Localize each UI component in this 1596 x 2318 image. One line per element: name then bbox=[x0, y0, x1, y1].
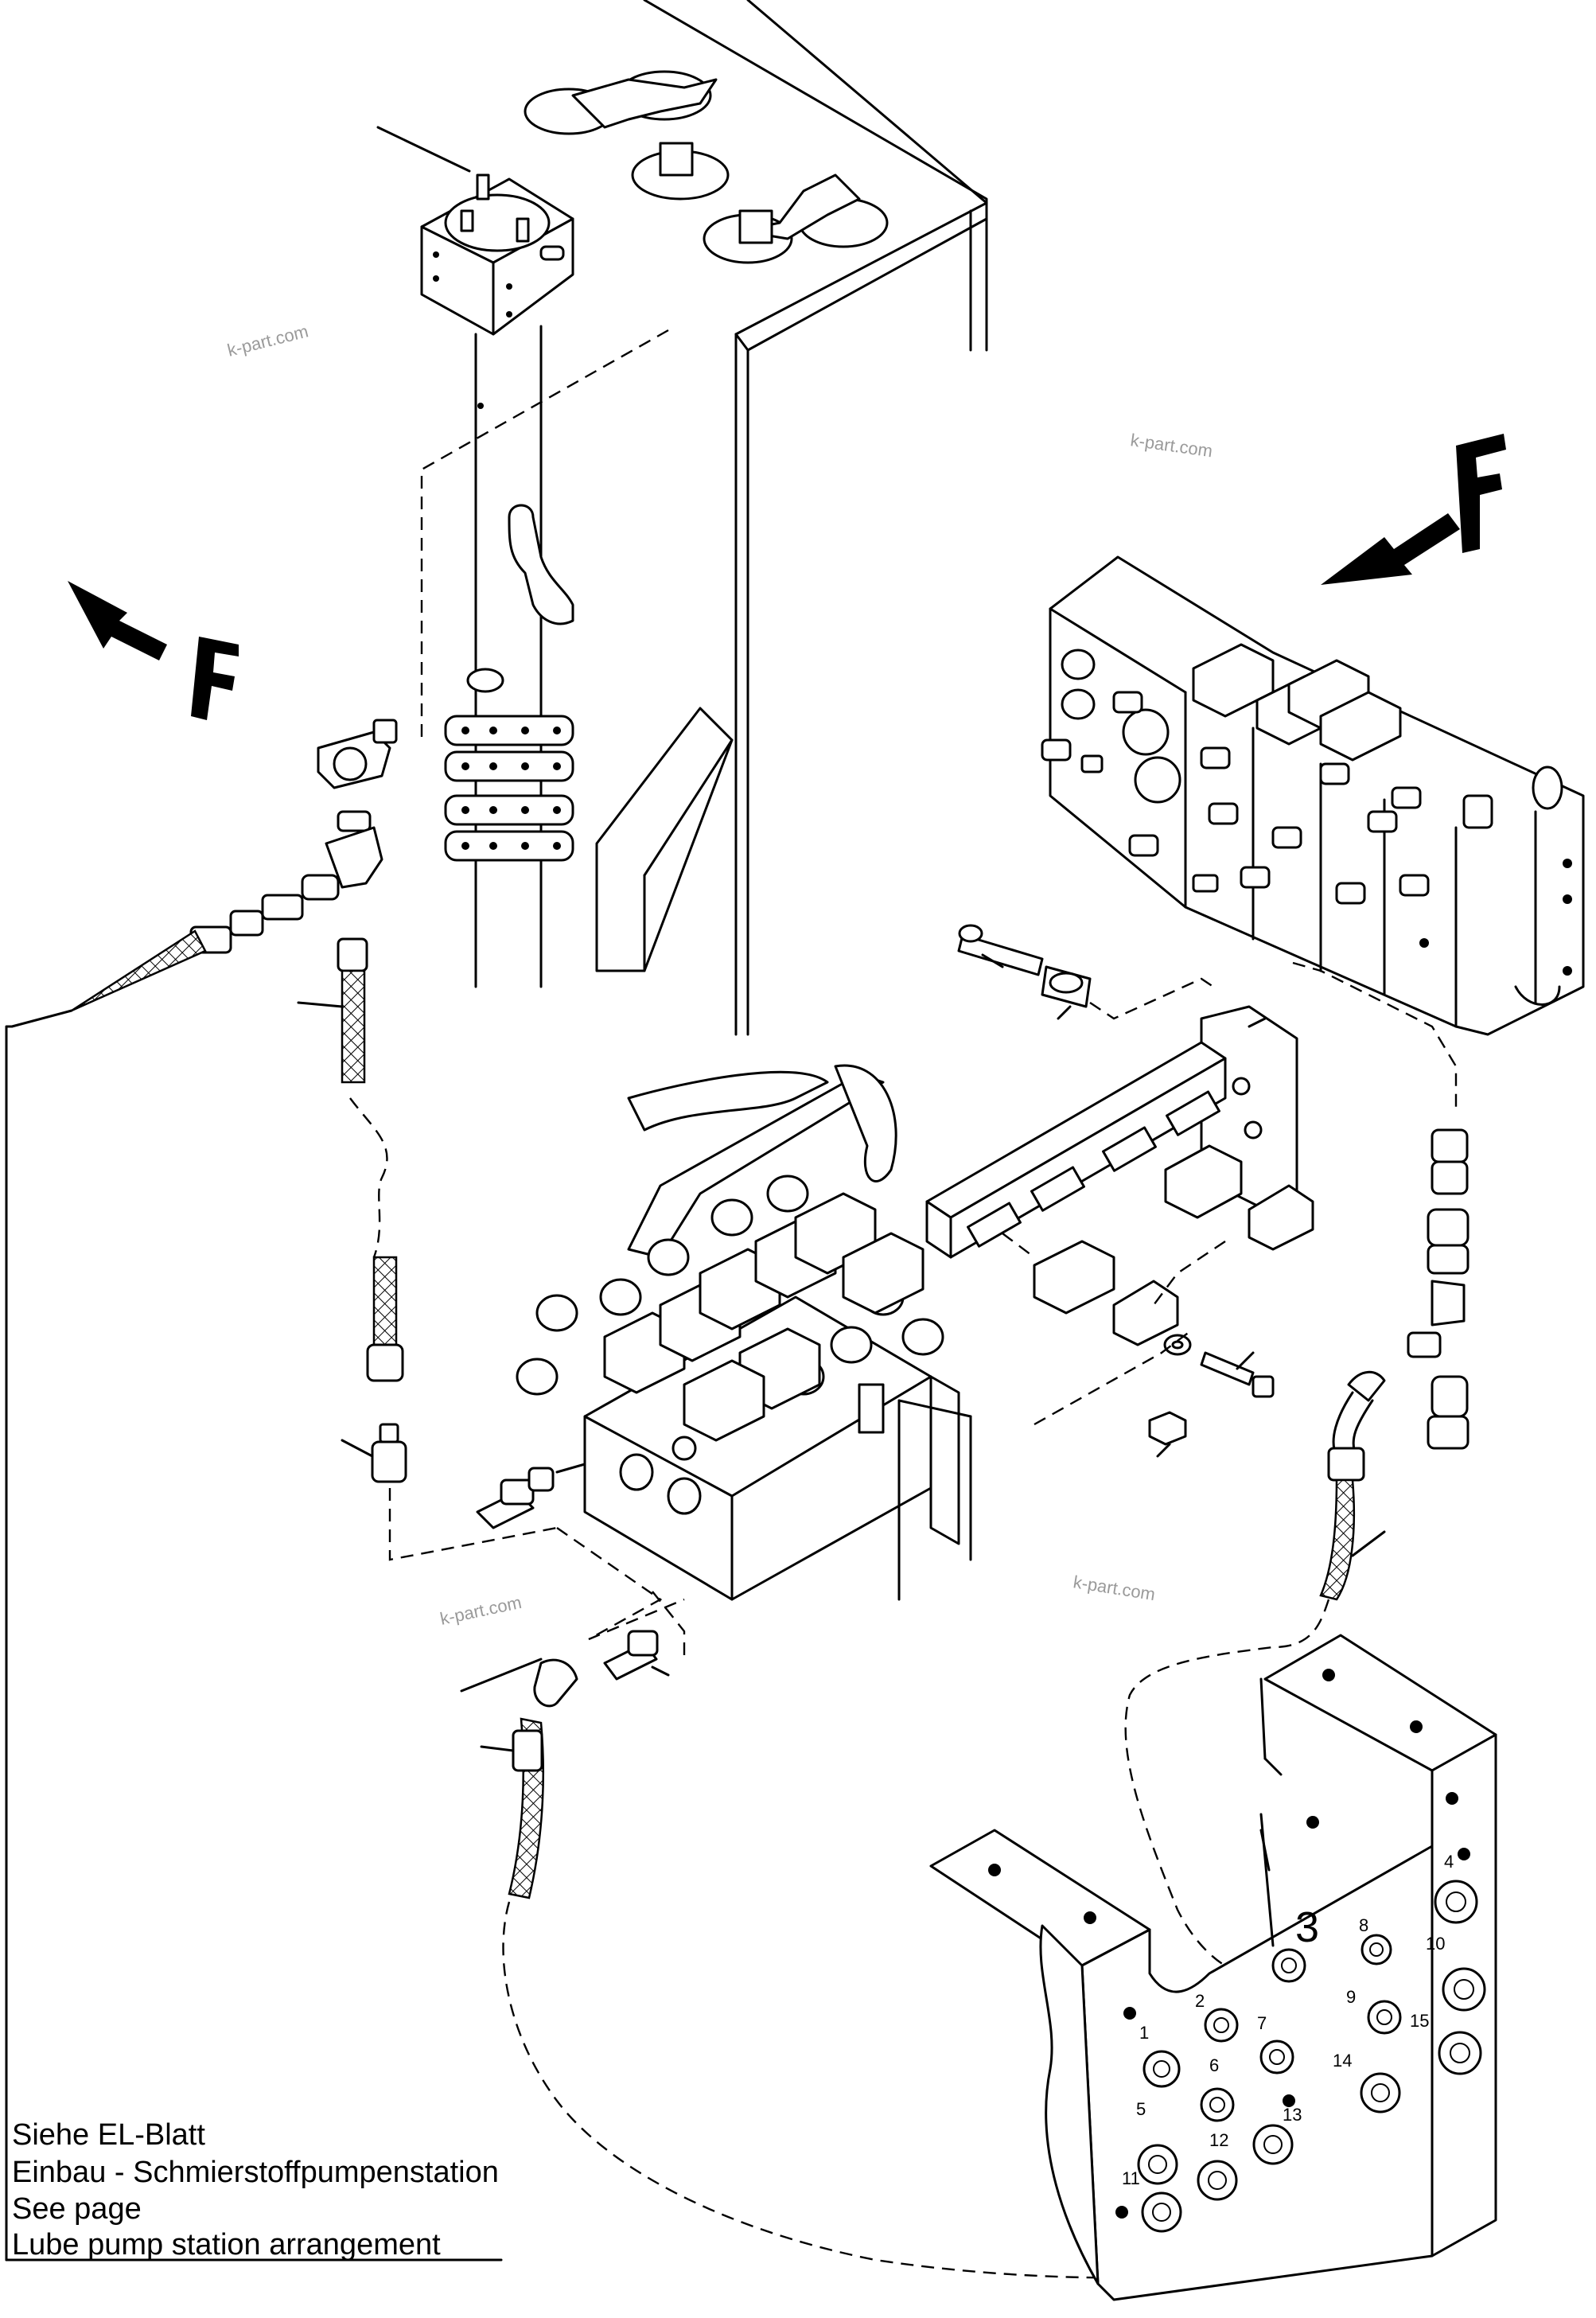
clamp-bracket bbox=[925, 1005, 1314, 1346]
port-number-13: 13 bbox=[1283, 2105, 1302, 2125]
distributor-bracket bbox=[929, 1634, 1497, 2301]
center-valve-block bbox=[516, 1064, 972, 1601]
port-number-1: 1 bbox=[1139, 2023, 1149, 2043]
leader-dashed-3 bbox=[652, 1591, 686, 1655]
direction-arrow-icon bbox=[1321, 434, 1506, 585]
port-number-12: 12 bbox=[1209, 2130, 1228, 2150]
tank-frame bbox=[643, 0, 988, 1036]
installation-note: Siehe EL-Blatt Einbau - Schmierstoffpump… bbox=[12, 2118, 499, 2262]
note-line-1: Siehe EL-Blatt bbox=[12, 2118, 205, 2152]
washer-bolt-nut bbox=[1034, 1328, 1275, 1458]
center-adapter bbox=[476, 1463, 586, 1529]
watermark-2: k-part.com bbox=[1129, 430, 1213, 461]
support-slab bbox=[595, 707, 734, 972]
note-line-3: See page bbox=[12, 2192, 142, 2226]
port-number-6: 6 bbox=[1209, 2055, 1219, 2075]
note-line-4: Lube pump station arrangement bbox=[12, 2228, 441, 2262]
port-number-2: 2 bbox=[1195, 1991, 1205, 2011]
watermark-4: k-part.com bbox=[1072, 1572, 1157, 1604]
port-number-15: 15 bbox=[1410, 2011, 1429, 2031]
bolt-spacer bbox=[957, 924, 1458, 1114]
port-number-4: 4 bbox=[1444, 1852, 1454, 1872]
port-number-10: 10 bbox=[1426, 1934, 1445, 1954]
right-hose bbox=[1124, 1128, 1469, 1975]
port-number-9: 9 bbox=[1346, 1987, 1356, 2007]
leader-dashed-2 bbox=[556, 1527, 685, 1641]
valve-bank-right bbox=[1041, 555, 1585, 1036]
port-number-5: 5 bbox=[1136, 2099, 1146, 2119]
watermark-3: k-part.com bbox=[438, 1592, 524, 1629]
port-number-14: 14 bbox=[1333, 2051, 1352, 2071]
pump-head bbox=[376, 126, 574, 336]
port-number-8: 8 bbox=[1359, 1915, 1368, 1935]
watermark-1: k-part.com bbox=[225, 321, 310, 360]
tank-cover-fixtures bbox=[524, 70, 889, 264]
note-leader-line bbox=[5, 1025, 14, 2262]
leader-dashed-1 bbox=[420, 329, 669, 740]
port-number-7: 7 bbox=[1257, 2013, 1267, 2033]
port-number-labels: 1 2 4 5 6 7 8 9 10 11 12 13 14 15 bbox=[1122, 1852, 1454, 2188]
distributor-block-label: 3 bbox=[1295, 1903, 1319, 1951]
port-number-11: 11 bbox=[1122, 2168, 1140, 2188]
left-fittings bbox=[10, 719, 558, 1561]
suction-tube bbox=[444, 325, 574, 988]
note-line-2: Einbau - Schmierstoffpumpenstation bbox=[12, 2156, 499, 2189]
direction-arrow-icon bbox=[68, 581, 239, 720]
